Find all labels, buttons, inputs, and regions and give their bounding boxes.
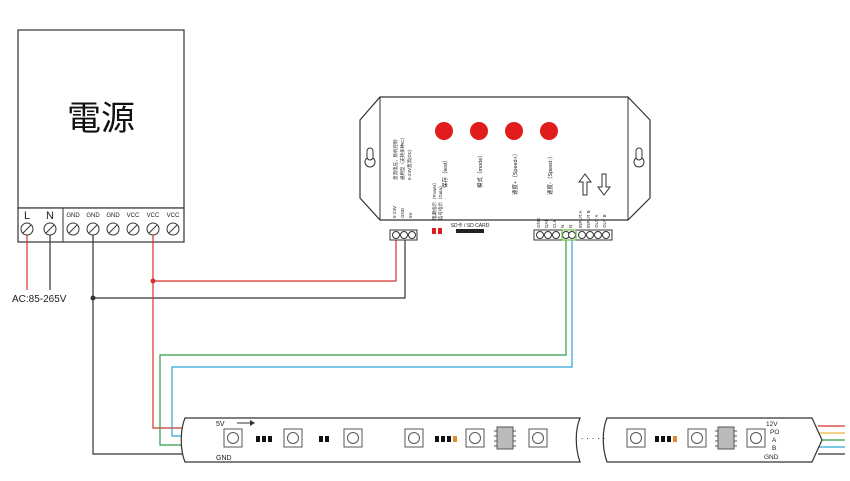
- led-chip: [283, 428, 303, 448]
- input-terminal-block: [389, 229, 418, 241]
- controller: 直流电压，脱机控制 通用型（支持多种IC） 5-24V直流(DC) 保存（tes…: [359, 96, 651, 241]
- arrow-up-icon: [578, 173, 592, 196]
- led-chip: [626, 428, 646, 448]
- strip-ellipsis: · · · · ·: [581, 433, 606, 443]
- strip-right-label-b: B: [772, 445, 776, 452]
- terminal-label-gnd-2: GND: [86, 213, 100, 219]
- terminal-label-vcc-3: VCC: [167, 213, 180, 219]
- screw-terminal: [106, 222, 120, 236]
- strip-label-5v: 5V: [216, 421, 225, 428]
- led-chip: [465, 428, 485, 448]
- output-label-3: CLK: [552, 219, 557, 228]
- data-wire-cyan: [171, 240, 573, 437]
- terminal-label-l: L: [24, 210, 30, 222]
- ic-chip: [494, 426, 516, 450]
- power-supply: 電源 L N GND GND GND VCC VCC VCC AC:85-265…: [12, 29, 185, 305]
- speed-down-button-label: 速度-（Speed-）: [546, 153, 554, 195]
- power-led: [432, 228, 436, 234]
- gnd-wire-controller: [92, 235, 406, 299]
- resistor-group: [435, 436, 457, 442]
- strip-segment-right: [602, 417, 823, 463]
- screw-terminal: [126, 222, 140, 236]
- power-supply-title: 電源: [67, 99, 135, 139]
- sd-card-slot[interactable]: [456, 229, 484, 233]
- save-button-label: 保存（test）: [441, 157, 449, 188]
- strip-label-gnd: GND: [216, 455, 232, 462]
- input-label-2: GND: [400, 207, 405, 218]
- output-label-9: OUT B: [602, 214, 607, 228]
- strip-right-label-po: PO: [770, 429, 779, 436]
- power-supply-body: [17, 29, 185, 209]
- indicator-label-data: 信号指示（Data）: [437, 183, 444, 220]
- direction-arrow-icon: [237, 420, 255, 426]
- vcc-wire-strip: [152, 281, 195, 429]
- save-button[interactable]: [435, 122, 453, 140]
- indicator-label-power: 电源指示（Power）: [431, 180, 438, 220]
- screw-terminal: [66, 222, 80, 236]
- speed-up-button-label: 速度+（Speed+）: [511, 151, 519, 195]
- strip-right-label-a: A: [772, 437, 777, 444]
- speed-up-button[interactable]: [505, 122, 523, 140]
- data-wire-green: [159, 240, 567, 446]
- ac-input-label: AC:85-265V: [12, 294, 67, 305]
- output-terminal-block: [533, 229, 613, 241]
- resistor-group: [319, 436, 329, 442]
- gnd-wire-strip: [92, 298, 195, 455]
- screw-terminal: [166, 222, 180, 236]
- strip-right-label-12v: 12V: [766, 421, 778, 428]
- input-label-3: 5V: [408, 212, 413, 218]
- data-led: [438, 228, 442, 234]
- output-label-8: OUT A: [594, 215, 599, 228]
- output-label-6: INPUT A: [578, 211, 583, 228]
- mounting-hole-right: [633, 147, 645, 168]
- led-strip: 5V GND · · · · ·: [180, 417, 823, 463]
- output-label-4: N: [560, 225, 565, 228]
- strip-right-label-gnd: GND: [764, 454, 779, 461]
- speed-down-button[interactable]: [540, 122, 558, 140]
- led-chip: [528, 428, 548, 448]
- led-chip: [223, 428, 243, 448]
- junction-dot: [150, 278, 156, 284]
- controller-info-line-3: 5-24V直流(DC): [406, 149, 413, 180]
- led-chip: [343, 428, 363, 448]
- junction-dot: [90, 295, 96, 301]
- resistor-group: [256, 436, 272, 442]
- output-label-1: GND: [536, 217, 541, 228]
- mounting-hole-left: [364, 147, 376, 168]
- terminal-label-vcc-1: VCC: [127, 213, 140, 219]
- wires: [26, 235, 845, 455]
- sd-card-label: SD卡 / SD CARD: [451, 222, 490, 229]
- arrow-down-icon: [597, 173, 611, 196]
- vcc-wire-controller: [152, 235, 397, 282]
- terminal-label-gnd-3: GND: [106, 213, 120, 219]
- ic-chip: [715, 426, 737, 450]
- screw-terminal: [146, 222, 160, 236]
- resistor-group: [655, 436, 677, 442]
- led-chip: [404, 428, 424, 448]
- led-chip: [746, 428, 766, 448]
- controller-info-line-2: 通用型（支持多种IC）: [399, 135, 406, 180]
- terminal-label-gnd-1: GND: [66, 213, 80, 219]
- terminal-label-n: N: [46, 210, 54, 222]
- output-label-7: INPUT B: [586, 210, 591, 228]
- mode-button-label: 模式（mode）: [476, 152, 484, 188]
- screw-terminal: [43, 222, 57, 236]
- screw-terminal: [20, 222, 34, 236]
- led-chip: [687, 428, 707, 448]
- mode-button[interactable]: [470, 122, 488, 140]
- screw-terminal: [86, 222, 100, 236]
- input-label-1: 5-24V: [392, 206, 397, 218]
- output-label-2: DAT: [544, 219, 549, 228]
- terminal-label-vcc-2: VCC: [147, 213, 160, 219]
- controller-info-line-1: 直流电压，脱机控制: [392, 139, 399, 180]
- output-label-5: N: [568, 225, 573, 228]
